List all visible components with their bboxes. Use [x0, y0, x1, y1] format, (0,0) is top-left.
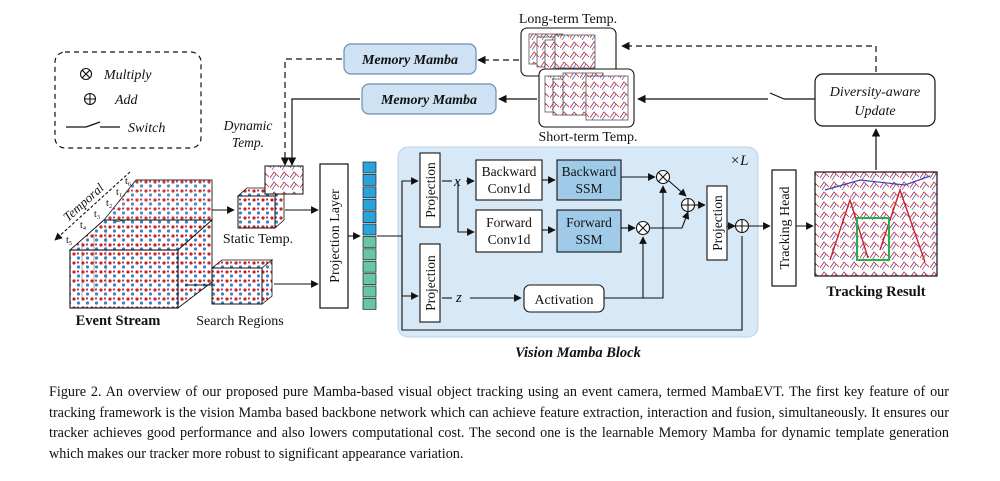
legend-multiply-label: Multiply [103, 68, 152, 83]
token [362, 161, 377, 174]
legend: Multiply Add Switch [54, 51, 202, 149]
token [362, 260, 377, 273]
z-variable: z [455, 290, 462, 306]
add-node-residual [734, 218, 750, 234]
bottom-multiply-to-add-arrow [650, 211, 690, 229]
multiply-icon [79, 67, 93, 81]
vision-mamba-block-label: Vision Mamba Block [515, 345, 641, 361]
tracking-head-label: Tracking Head [778, 186, 793, 269]
short-term-template-stack [538, 68, 635, 128]
projection-layer-label: Projection Layer [328, 189, 343, 283]
legend-switch-label: Switch [128, 121, 165, 136]
time-label-t1: t₁ [116, 187, 122, 198]
top-multiply-to-add-arrow [668, 180, 687, 197]
projection-out-box [706, 185, 728, 261]
dynamic-temp-label-2: Temp. [232, 135, 264, 150]
figure-label: Figure 2. [49, 384, 102, 400]
token [362, 223, 377, 236]
add-icon [83, 92, 97, 106]
figure-caption-text: An overview of our proposed pure Mamba-b… [49, 384, 949, 462]
time-label-t2: t₂ [106, 198, 112, 209]
projection-z-box [419, 243, 441, 323]
time-label-t5: t₅ [66, 235, 72, 246]
legend-border [54, 51, 202, 149]
backward-ssm-label-2: SSM [575, 181, 602, 196]
long-term-template-stack [520, 27, 617, 77]
update-switch [769, 92, 785, 100]
static-temp-label: Static Temp. [223, 232, 293, 247]
forward-ssm-box [556, 209, 622, 253]
token [362, 248, 377, 261]
search-regions-label: Search Regions [196, 314, 283, 329]
forward-conv-label-1: Forward [486, 215, 532, 230]
temporal-arrow [54, 171, 131, 241]
legend-add-label: Add [114, 93, 139, 108]
token-sequence [362, 161, 377, 310]
dynamic-temp-label-1: Dynamic [223, 118, 273, 133]
projection-x-label: Projection [423, 162, 438, 218]
forward-ssm-label-2: SSM [575, 232, 602, 247]
token [362, 273, 377, 285]
architecture-diagram: Multiply Add Switch Memory Mamba Memory … [54, 12, 938, 361]
backward-ssm-label-1: Backward [562, 164, 617, 179]
memory-top-to-dynamic-arrow [280, 58, 342, 166]
long-term-update-arrow [621, 41, 877, 72]
x-variable: x [453, 174, 461, 190]
activation-label: Activation [534, 293, 593, 308]
memory-mamba-bottom-label: Memory Mamba [380, 93, 477, 108]
token [362, 285, 377, 298]
time-label-t6: t₆ [125, 176, 132, 187]
backward-conv-label-2: Conv1d [488, 181, 531, 196]
switch-icon [66, 121, 120, 128]
projection-x-box [419, 152, 441, 228]
time-label-t3: t₃ [94, 209, 100, 220]
tracking-bounding-box [856, 217, 890, 261]
projection-z-label: Projection [423, 255, 438, 311]
to-projection-x-arrow [401, 177, 419, 236]
token [362, 236, 377, 248]
multiply-node-top [655, 169, 671, 185]
backward-conv-label-1: Backward [482, 164, 537, 179]
backward-ssm-box [556, 159, 622, 201]
short-term-temp-label: Short-term Temp. [538, 130, 637, 145]
forward-ssm-label-1: Forward [566, 215, 612, 230]
tracking-result-label: Tracking Result [826, 284, 925, 300]
multiply-node-bottom [635, 220, 651, 236]
residual-line [377, 235, 743, 331]
activation-to-top-multiply-arrow [604, 185, 667, 299]
time-label-t4: t₄ [80, 220, 87, 231]
forward-conv-label-2: Conv1d [488, 232, 531, 247]
x-to-forward-conv-arrow [457, 181, 475, 236]
memory-mamba-bottom-box [361, 83, 497, 115]
dynamic-template-image [264, 165, 304, 195]
event-stream-cube [68, 179, 214, 309]
token [362, 186, 377, 199]
projection-layer-box [319, 163, 349, 309]
token [362, 211, 377, 223]
static-template-cube [236, 187, 286, 229]
memory-mamba-top-box [343, 43, 477, 75]
forward-conv-box [475, 209, 543, 253]
repeat-label: ×L [730, 153, 748, 169]
search-region-cube [210, 259, 274, 305]
diversity-label-2: Update [854, 104, 895, 119]
tracking-result-image [814, 171, 938, 277]
event-stream-label: Event Stream [76, 313, 161, 329]
projection-out-label: Projection [710, 195, 725, 251]
diversity-label-1: Diversity-aware [829, 85, 920, 100]
add-node-inner [680, 197, 696, 213]
token [362, 174, 377, 186]
tracking-head-box [771, 169, 797, 287]
long-term-temp-label: Long-term Temp. [519, 12, 617, 27]
token [362, 198, 377, 211]
token [362, 298, 377, 310]
memory-bottom-to-dynamic-arrow [287, 98, 360, 166]
to-projection-z-arrow [401, 236, 419, 300]
diversity-update-box [814, 73, 936, 127]
memory-mamba-top-label: Memory Mamba [361, 53, 458, 68]
figure-caption: Figure 2. An overview of our proposed pu… [49, 382, 949, 464]
